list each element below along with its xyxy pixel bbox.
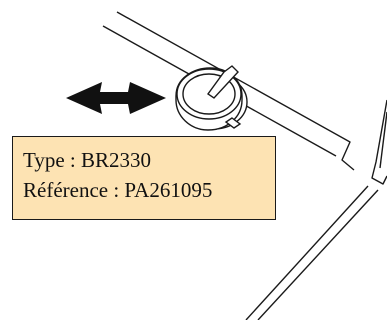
housing-right-edge	[371, 99, 387, 185]
housing-lower-inner-edge	[257, 189, 379, 320]
coin-cell-battery-icon	[175, 65, 248, 131]
device-housing-outline	[102, 11, 387, 320]
double-headed-arrow-icon	[66, 82, 166, 114]
battery-type-text: Type : BR2330	[23, 148, 152, 172]
housing-lower-edge	[245, 185, 369, 320]
battery-info-label: Type : BR2330 Référence : PA261095	[12, 136, 276, 220]
battery-reference-text: Référence : PA261095	[23, 178, 213, 202]
housing-right-inner-edge	[379, 111, 387, 169]
battery-retaining-clip	[207, 65, 239, 99]
battery-holder-tab	[224, 117, 242, 129]
